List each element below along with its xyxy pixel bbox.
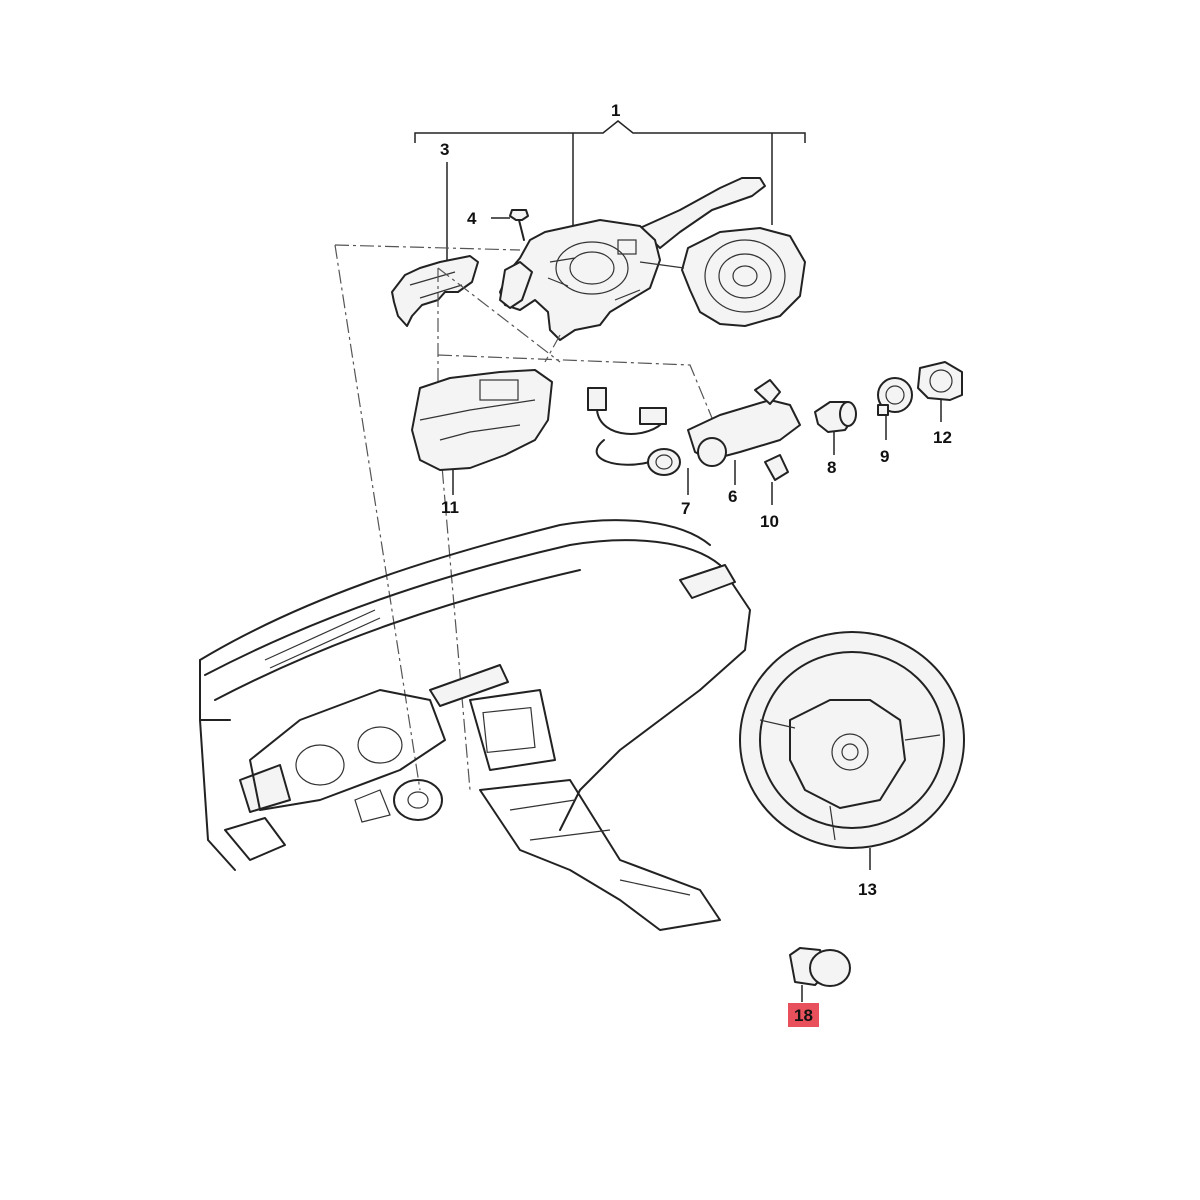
part-10-clip[interactable]	[764, 454, 789, 505]
callout-4[interactable]: 4	[467, 209, 477, 228]
part-6-lock-housing[interactable]	[687, 379, 801, 485]
part-9-ring[interactable]	[877, 377, 913, 440]
callout-9[interactable]: 9	[880, 447, 889, 466]
assembly-dash-lines	[334, 244, 713, 791]
part-1-combination-switch[interactable]	[499, 177, 806, 341]
callout-10[interactable]: 10	[760, 512, 779, 531]
part-3-bracket[interactable]	[391, 162, 479, 327]
callout-12[interactable]: 12	[933, 428, 952, 447]
part-18-bulb[interactable]	[789, 947, 851, 1002]
part-4-screw[interactable]	[491, 209, 529, 241]
callout-8[interactable]: 8	[827, 458, 836, 477]
callout-13[interactable]: 13	[858, 880, 877, 899]
part-11-column-trim[interactable]	[411, 369, 553, 495]
assembly-1-bracket	[414, 120, 806, 225]
part-7-wiring[interactable]	[587, 387, 689, 495]
part-12-trim-ring[interactable]	[917, 361, 963, 422]
callout-18[interactable]: 18	[794, 1006, 813, 1025]
part-8-lock-cylinder[interactable]	[814, 401, 857, 455]
part-13-steering-wheel[interactable]	[739, 631, 965, 870]
callout-3[interactable]: 3	[440, 140, 449, 159]
callout-11[interactable]: 11	[441, 498, 459, 517]
callout-6[interactable]: 6	[728, 487, 737, 506]
callout-7[interactable]: 7	[681, 499, 690, 518]
callout-18-highlight	[788, 1003, 819, 1027]
callout-1[interactable]: 1	[611, 101, 620, 120]
dashboard-outline	[199, 519, 751, 931]
